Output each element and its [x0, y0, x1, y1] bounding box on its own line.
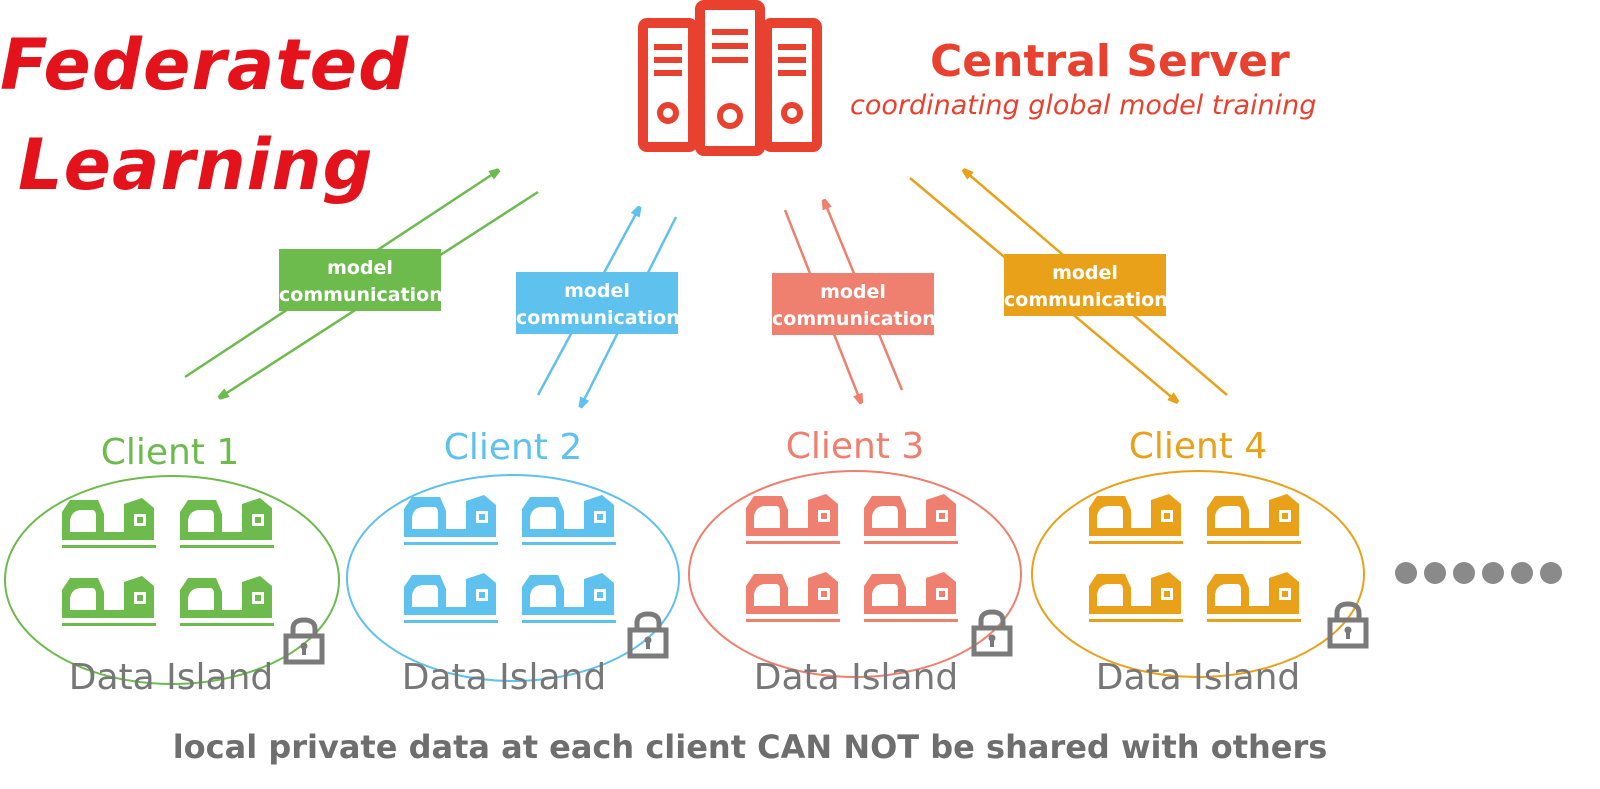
comm-label-line-2: communication — [1004, 289, 1168, 311]
server-title: Central Server — [930, 36, 1290, 87]
data-device-icon — [404, 495, 498, 545]
data-device-icon — [404, 573, 498, 623]
client-2-boundary — [346, 474, 680, 682]
diagram-title-line-1: Federated — [0, 24, 410, 106]
client-4-label: Client 4 — [1128, 426, 1268, 467]
padlock-icon — [971, 609, 1013, 657]
comm-label-line-1: model — [1052, 262, 1118, 284]
data-device-icon — [180, 498, 274, 548]
data-device-icon — [1207, 494, 1301, 544]
padlock-icon — [283, 617, 325, 665]
more-clients-dots — [1395, 562, 1562, 584]
client-4-data-island-label: Data Island — [1095, 657, 1301, 698]
client-2-label: Client 2 — [443, 427, 583, 468]
data-device-icon — [1089, 494, 1183, 544]
client-1-label: Client 1 — [100, 432, 240, 473]
footer-caption: local private data at each client CAN NO… — [172, 728, 1328, 766]
padlock-icon — [627, 611, 669, 659]
diagram-title-line-2: Learning — [18, 124, 374, 206]
data-device-icon — [746, 572, 840, 622]
comm-label-line-2: communication — [516, 307, 680, 329]
client-4-boundary — [1031, 470, 1365, 678]
data-device-icon — [746, 494, 840, 544]
client-3-data-island-label: Data Island — [753, 657, 959, 698]
comm-box-client-3: model communication — [772, 273, 936, 335]
data-device-icon — [522, 573, 616, 623]
client-3-boundary — [688, 470, 1022, 678]
comm-label-line-1: model — [327, 257, 393, 279]
data-device-icon — [62, 576, 156, 626]
comm-box-client-2: model communication — [516, 272, 680, 334]
comm-box-client-1: model communication — [279, 249, 443, 311]
server-rack-icon — [638, 0, 822, 156]
comm-label-line-2: communication — [772, 308, 936, 330]
padlock-icon — [1327, 601, 1369, 649]
data-device-icon — [1089, 572, 1183, 622]
data-device-icon — [864, 572, 958, 622]
data-device-icon — [180, 576, 274, 626]
comm-label-line-2: communication — [279, 284, 443, 306]
data-device-icon — [62, 498, 156, 548]
client-1-boundary — [4, 475, 340, 685]
client-1-data-island-label: Data Island — [68, 657, 274, 698]
data-device-icon — [522, 495, 616, 545]
client-3-label: Client 3 — [785, 426, 925, 467]
client-2-data-island-label: Data Island — [401, 657, 607, 698]
comm-label-line-1: model — [820, 281, 886, 303]
data-device-icon — [1207, 572, 1301, 622]
server-subtitle: coordinating global model training — [850, 90, 1317, 121]
comm-label-line-1: model — [564, 280, 630, 302]
data-device-icon — [864, 494, 958, 544]
comm-box-client-4: model communication — [1004, 254, 1168, 316]
